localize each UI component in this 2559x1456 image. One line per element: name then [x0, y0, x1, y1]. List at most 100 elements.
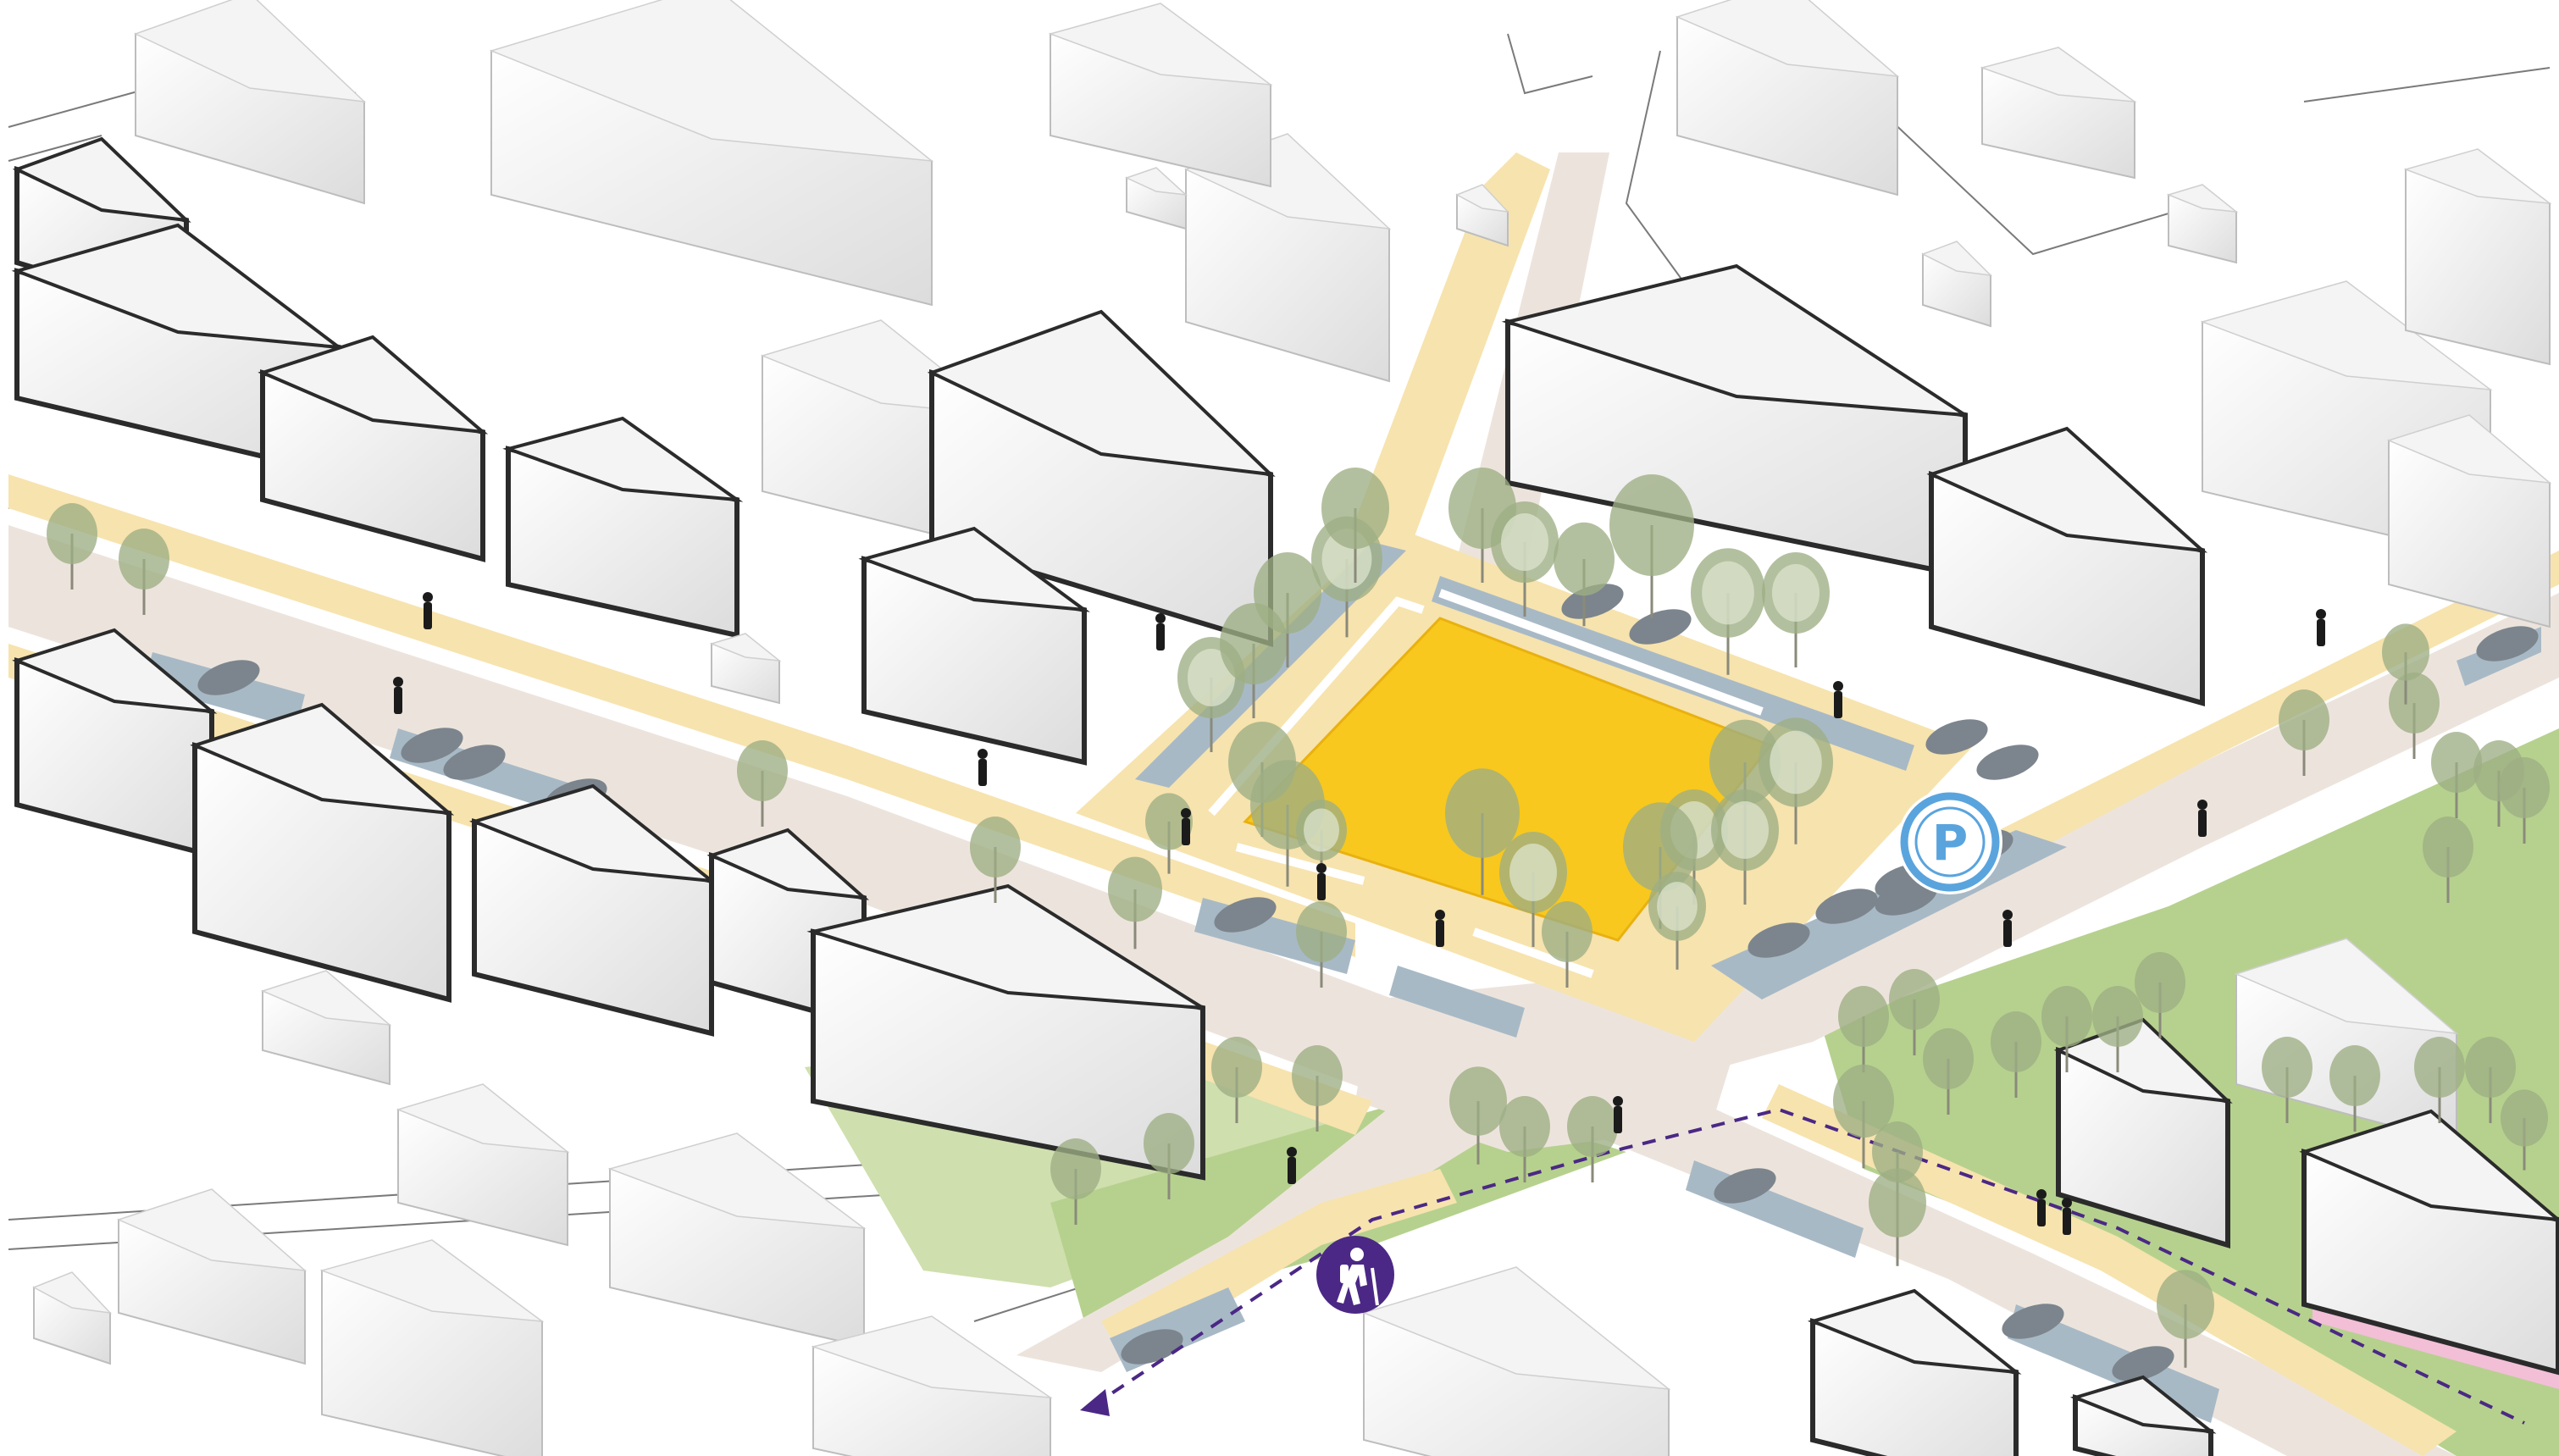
- tree-highlight: [1702, 561, 1754, 625]
- parked-car: [1214, 897, 1277, 933]
- parking-bay: [2008, 1304, 2219, 1423]
- building: [116, 1188, 307, 1365]
- tree-canopy: [1296, 901, 1347, 962]
- building: [1455, 184, 1509, 247]
- pedestrian-body: [394, 687, 402, 714]
- building-roof: [1675, 0, 1900, 78]
- tree-highlight: [1501, 513, 1548, 571]
- building-roof: [116, 1188, 307, 1272]
- tree: [1254, 552, 1321, 667]
- tree-canopy: [1709, 719, 1781, 806]
- parked-car: [1629, 609, 1692, 645]
- parked-car: [197, 660, 260, 695]
- building-roof: [396, 1083, 570, 1153]
- tree-canopy: [2431, 732, 2482, 793]
- tree-canopy: [2382, 623, 2429, 681]
- tree: [1609, 474, 1694, 618]
- tree: [737, 740, 788, 827]
- building-roof: [806, 883, 1205, 1010]
- tree: [1762, 552, 1830, 667]
- tree-canopy: [1108, 856, 1162, 922]
- tree: [2465, 1037, 2516, 1123]
- parked-car: [1714, 1168, 1776, 1204]
- building: [2166, 184, 2239, 264]
- pedestrian-body: [1436, 920, 1444, 947]
- pedestrian: [2036, 1189, 2047, 1226]
- building: [1675, 0, 1900, 197]
- building: [1921, 241, 1993, 328]
- buildings: [11, 0, 2559, 1456]
- tree: [47, 503, 97, 590]
- tree: [2262, 1037, 2313, 1123]
- tree-canopy: [1050, 1138, 1101, 1199]
- walking-route: [1091, 1107, 2525, 1425]
- tree: [2501, 1089, 2548, 1171]
- building-roof: [2386, 414, 2552, 484]
- tree-canopy: [2135, 952, 2185, 1013]
- building: [396, 1083, 570, 1247]
- building-roof: [927, 309, 1276, 477]
- pedestrian: [1155, 613, 1166, 650]
- tree: [2279, 689, 2329, 776]
- parked-car: [1121, 1329, 1183, 1365]
- building-roof: [260, 970, 392, 1027]
- building-roof: [12, 628, 218, 714]
- tree: [1050, 1138, 1101, 1225]
- tree: [2135, 952, 2185, 1038]
- building-roof: [12, 136, 191, 223]
- building: [1124, 167, 1188, 230]
- pedestrian-head: [2002, 910, 2013, 920]
- pedestrian-head: [2036, 1189, 2047, 1199]
- tree-highlight: [1721, 801, 1769, 859]
- tree-canopy: [1449, 1066, 1507, 1136]
- tree-canopy: [2499, 757, 2550, 818]
- tree-canopy: [1923, 1028, 1974, 1089]
- building: [1807, 1288, 2022, 1456]
- building-roof: [2166, 184, 2239, 213]
- building-roof: [489, 0, 934, 162]
- tree: [1759, 717, 1833, 844]
- pedestrian-body: [1288, 1157, 1296, 1184]
- tree-canopy: [2465, 1037, 2516, 1098]
- tree-canopy: [1623, 802, 1698, 892]
- pedestrian-head: [423, 592, 433, 602]
- building: [1048, 3, 1273, 188]
- building: [468, 783, 717, 1037]
- building: [1980, 47, 2137, 180]
- pedestrian-body: [2198, 810, 2207, 837]
- pedestrian-head: [1833, 681, 1843, 691]
- parked-car: [1748, 922, 1810, 958]
- tree-canopy: [1145, 793, 1193, 850]
- building-roof: [502, 416, 744, 502]
- building: [258, 335, 489, 562]
- pedestrian-head: [978, 749, 988, 759]
- tree-canopy: [1991, 1011, 2041, 1072]
- tree-canopy: [1499, 1096, 1550, 1157]
- parked-car: [1815, 889, 1878, 924]
- parked-car: [2112, 1346, 2174, 1381]
- building: [12, 628, 218, 859]
- building-roof: [1501, 263, 1967, 417]
- building: [1926, 426, 2207, 706]
- building: [32, 1271, 112, 1365]
- tree: [2329, 1045, 2380, 1132]
- tree-highlight: [1657, 882, 1698, 931]
- tree: [1542, 901, 1592, 988]
- tree-canopy: [2092, 986, 2143, 1047]
- pedestrian-head: [2316, 609, 2326, 619]
- building-roof: [607, 1132, 867, 1229]
- tree-canopy: [1609, 474, 1694, 576]
- parked-car: [1875, 880, 1937, 916]
- parked-car: [1925, 719, 1988, 755]
- pedestrian-body: [424, 602, 432, 629]
- building: [607, 1132, 867, 1348]
- tree: [2382, 623, 2429, 705]
- footpath-north-street: [1347, 152, 1550, 559]
- tree-canopy: [2389, 673, 2440, 734]
- building: [2386, 414, 2552, 628]
- pedestrian: [2197, 800, 2207, 837]
- tree-canopy: [47, 503, 97, 564]
- tree: [1144, 1113, 1194, 1199]
- tree: [1296, 901, 1347, 988]
- tree: [1321, 468, 1389, 583]
